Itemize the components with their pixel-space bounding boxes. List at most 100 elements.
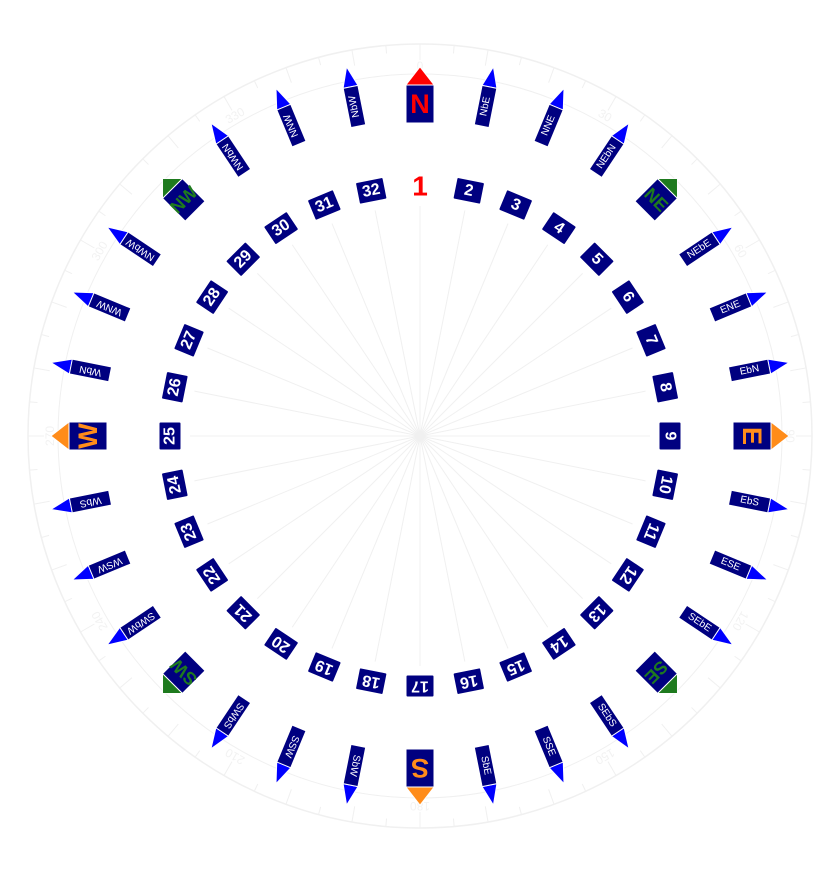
- point-number-box: 10: [651, 468, 679, 501]
- compass-point-pointer: NNW: [275, 87, 307, 148]
- point-number-box: 22: [195, 557, 229, 593]
- compass-point-pointer: WNW: [71, 291, 132, 323]
- degree-label: 90: [783, 429, 797, 443]
- compass-point-label: SbW: [347, 754, 362, 778]
- point-number-box: 30: [263, 211, 299, 245]
- degree-label: 0: [417, 59, 424, 73]
- point-number-box: 25: [158, 421, 182, 451]
- degree-label: 300: [89, 239, 111, 264]
- point-number: 17: [411, 678, 429, 695]
- point-number: 19: [313, 656, 336, 679]
- point-number-box: 16: [452, 667, 485, 695]
- point-number-box: 11: [635, 514, 667, 549]
- degree-label: 180: [410, 799, 430, 813]
- point-number-box: 23: [173, 514, 205, 549]
- compass-point-pointer: SEbE: [677, 604, 734, 646]
- compass-point-pointer: NEbE: [677, 226, 734, 268]
- degree-label: 60: [731, 242, 750, 261]
- degree-label: 330: [223, 104, 248, 126]
- compass-point-pointer: N: [405, 66, 435, 124]
- point-number: 26: [165, 377, 185, 398]
- compass-point-label: SbE: [478, 755, 493, 776]
- degree-label: 30: [596, 106, 615, 125]
- point-number-box: 18: [355, 667, 388, 695]
- point-number-box: 20: [263, 627, 299, 661]
- point-number: 16: [458, 671, 479, 691]
- compass-point-pointer: WSW: [71, 549, 132, 581]
- compass-point-pointer: SbW: [342, 743, 367, 806]
- point-number-box: 15: [498, 651, 533, 683]
- compass-point-pointer: W: [50, 421, 108, 451]
- compass-point-pointer: EbN: [727, 358, 790, 383]
- point-number-box: 14: [541, 627, 577, 661]
- point-number: 2: [463, 182, 475, 200]
- compass-point-label: WbN: [78, 363, 102, 378]
- compass-point-pointer: NE: [634, 177, 679, 222]
- compass-point-pointer: E: [732, 421, 790, 451]
- point-number-box: 2: [452, 177, 485, 205]
- point-number-box: 32: [355, 177, 388, 205]
- point-number: 31: [313, 194, 336, 217]
- compass-point-pointer: SW: [161, 650, 206, 695]
- point-number: 8: [656, 381, 674, 393]
- compass-point-pointer: ENE: [708, 291, 769, 323]
- point-number: 18: [361, 671, 382, 691]
- point-number: 1: [412, 171, 428, 202]
- compass-point-pointer: NEbN: [588, 122, 630, 179]
- point-number-box: 5: [579, 241, 615, 277]
- compass-point-pointer: SE: [634, 650, 679, 695]
- point-number: 27: [178, 329, 201, 352]
- compass-point-pointer: SSE: [533, 724, 565, 785]
- compass-point-pointer: EbS: [727, 489, 790, 514]
- compass-point-label: S: [411, 753, 429, 783]
- compass-point-pointer: WbN: [50, 358, 113, 383]
- point-number: 9: [662, 432, 679, 441]
- point-number: 24: [165, 474, 185, 495]
- compass-point-label: NbE: [478, 96, 493, 118]
- compass-point-pointer: NWbW: [106, 226, 163, 268]
- point-number: 10: [655, 474, 675, 495]
- point-number-box: 29: [225, 241, 261, 277]
- compass-point-pointer: SbE: [473, 743, 498, 806]
- compass-point-label: WbS: [78, 494, 102, 509]
- degree-label: 210: [223, 745, 248, 767]
- compass-point-label: E: [737, 427, 767, 445]
- compass-point-pointer: NbW: [342, 66, 367, 129]
- compass-point-pointer: SSW: [275, 724, 307, 785]
- point-number-box: 27: [173, 323, 205, 358]
- point-number: 11: [640, 521, 662, 543]
- compass-point-pointer: NNE: [533, 87, 565, 148]
- point-number: 23: [178, 520, 201, 543]
- compass-point-pointer: SWbS: [210, 693, 252, 750]
- point-number-box: 8: [651, 371, 679, 404]
- compass-point-pointer: ESE: [708, 549, 769, 581]
- compass-point-label: W: [73, 423, 103, 449]
- point-number: 25: [162, 427, 179, 445]
- compass-point-pointer: SWbW: [106, 604, 163, 646]
- compass-point-label: NbW: [347, 94, 362, 118]
- compass-point-pointer: S: [405, 748, 435, 806]
- compass-point-pointer: NWbN: [210, 122, 252, 179]
- compass-point-pointer: SEbS: [588, 693, 630, 750]
- point-number-box: 31: [307, 189, 342, 221]
- point-number: 32: [361, 181, 382, 201]
- point-number-box: 9: [658, 421, 682, 451]
- point-number-box: 12: [611, 557, 645, 593]
- compass-point-label: N: [410, 89, 430, 119]
- point-number-box: 26: [161, 371, 189, 404]
- degree-label: 120: [729, 609, 751, 634]
- compass-point-pointer: NW: [161, 177, 206, 222]
- point-number: 15: [504, 656, 527, 679]
- point-number-box: 13: [579, 595, 615, 631]
- degree-label: 240: [88, 609, 110, 634]
- point-number-box: 3: [498, 189, 533, 221]
- degree-label: 270: [43, 426, 57, 446]
- point-number-box: 19: [307, 651, 342, 683]
- compass-point-label: EbS: [739, 494, 760, 509]
- point-number-box: 6: [611, 279, 645, 315]
- compass-point-label: EbN: [739, 363, 760, 378]
- point-number-box: 4: [541, 211, 577, 245]
